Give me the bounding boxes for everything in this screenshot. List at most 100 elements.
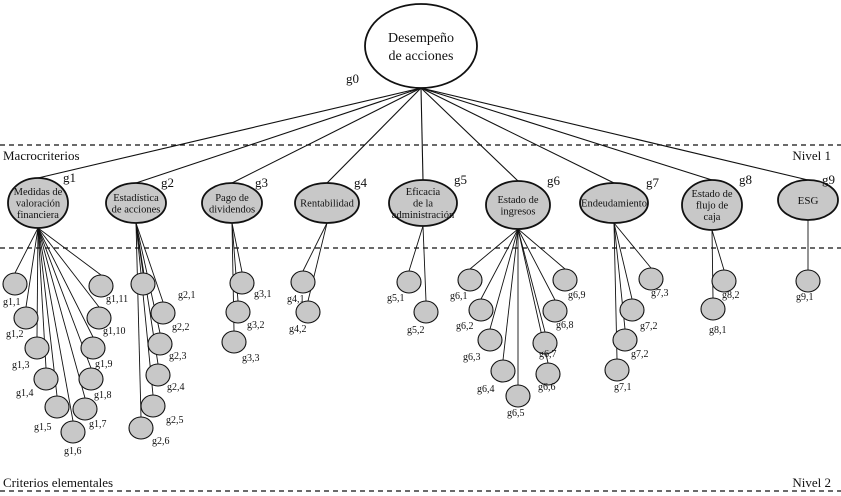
macro-ellipse-g1 [7, 177, 69, 229]
sub-ellipse [552, 268, 578, 292]
sub-ellipse [612, 328, 638, 352]
sub-ellipse [795, 269, 821, 293]
macro-label-g4: Rentabilidad [300, 199, 354, 210]
macro-ellipse-g2 [105, 182, 167, 224]
sub-ellipse [477, 328, 503, 352]
edge-root-g5 [420, 87, 424, 181]
edge-g1-sub-11 [37, 227, 102, 276]
macro-code-g1: g1 [63, 170, 76, 185]
sub-ellipse [535, 362, 561, 386]
sub-code: g4,2 [289, 324, 307, 335]
macro-code-g2: g2 [161, 175, 174, 190]
sub-ellipse [140, 394, 166, 418]
sub-ellipse [33, 367, 59, 391]
sub-node-g2-2: g2,2 [150, 301, 190, 333]
sub-node-g1-9: g1,9 [80, 336, 113, 370]
macrocriteria-label: Macrocriterios [3, 148, 80, 163]
sub-node-g1-10: g1,10 [86, 306, 126, 337]
sub-code: g2,3 [169, 351, 187, 362]
edge-g1-sub-9 [37, 227, 94, 338]
sub-code: g5,1 [387, 293, 405, 304]
sub-node-g2-4: g2,4 [145, 363, 185, 393]
sub-code: g1,7 [89, 419, 107, 430]
edge-g1-sub-7 [37, 227, 86, 399]
sub-node-g2-6: g2,6 [128, 416, 170, 447]
sub-node-g6-6: g6,6 [535, 362, 561, 393]
sub-node-g6-8: g6,8 [542, 299, 574, 331]
sub-ellipse [72, 397, 98, 421]
sub-code: g2,1 [178, 290, 196, 301]
sub-code: g7,2 [631, 349, 649, 360]
sub-ellipse [638, 267, 664, 291]
sub-ellipse [60, 420, 86, 444]
edge-g8-sub-2 [711, 229, 725, 271]
sub-ellipse [413, 300, 439, 324]
sub-code: g6,3 [463, 352, 481, 363]
sub-node-g6-7: g6,7 [532, 331, 558, 360]
connector-lines [14, 87, 809, 422]
sub-node-g7-2: g7,2 [612, 328, 649, 360]
macro-label-g9: ESG [798, 195, 819, 207]
edge-root-g6 [420, 87, 519, 182]
sub-ellipse [145, 363, 171, 387]
macro-code-g9: g9 [822, 172, 835, 187]
sub-ellipse [700, 297, 726, 321]
sub-code: g6,7 [539, 349, 557, 360]
sub-node-g2-5: g2,5 [140, 394, 184, 426]
sub-ellipse [88, 274, 114, 298]
sub-code: g1,9 [95, 359, 113, 370]
sub-node-g3-3: g3,3 [221, 330, 260, 364]
root-ellipse [364, 3, 478, 89]
sub-code: g3,2 [247, 320, 265, 331]
sub-node-g7-4: g7,3 [638, 267, 669, 299]
macro-ellipse-g5 [388, 179, 458, 227]
macro-ellipse-g3 [201, 182, 263, 224]
sub-ellipse [711, 269, 737, 293]
sub-ellipse [396, 270, 422, 294]
sub-ellipse [78, 367, 104, 391]
sub-node-g1-7: g1,7 [72, 397, 107, 430]
sub-ellipse [505, 384, 531, 408]
edge-g6-sub-7 [517, 228, 546, 333]
macro-label-g7: Endeudamiento [581, 199, 647, 210]
sub-node-g1-11: g1,11 [88, 274, 128, 305]
edge-root-g8 [420, 87, 713, 181]
sub-node-g7-3: g7,2 [619, 298, 658, 332]
sub-node-g1-8: g1,8 [78, 367, 112, 401]
sub-code: g4,1 [287, 294, 305, 305]
sub-node-g7-1: g7,1 [604, 358, 632, 393]
edge-g2-sub-2 [135, 222, 164, 303]
edge-root-g3 [231, 87, 422, 184]
level1-label: Nivel 1 [792, 148, 831, 163]
sub-code: g3,3 [242, 353, 260, 364]
sub-code: g2,2 [172, 322, 190, 333]
sub-node-g2-3: g2,3 [147, 332, 187, 362]
sub-code: g5,2 [407, 325, 425, 336]
edge-g1-sub-2 [25, 227, 39, 308]
sub-node-g1-1: g1,1 [2, 272, 28, 308]
sub-code: g6,9 [568, 290, 586, 301]
sub-ellipse [225, 300, 251, 324]
sub-ellipse [604, 358, 630, 382]
sub-code: g7,1 [614, 382, 632, 393]
root-code: g0 [346, 71, 359, 86]
edge-g6-sub-9 [517, 228, 566, 270]
sub-ellipse [295, 300, 321, 324]
sub-ellipse [542, 299, 568, 323]
sub-node-g3-1: g3,1 [229, 271, 272, 300]
edge-g8-sub-1 [711, 229, 714, 299]
sub-node-g8-2: g8,2 [711, 269, 740, 301]
edge-root-g2 [135, 87, 422, 184]
sub-code: g6,8 [556, 320, 574, 331]
sub-ellipse [13, 306, 39, 330]
edge-g6-sub-3 [489, 228, 519, 330]
sub-code: g6,5 [507, 408, 525, 419]
